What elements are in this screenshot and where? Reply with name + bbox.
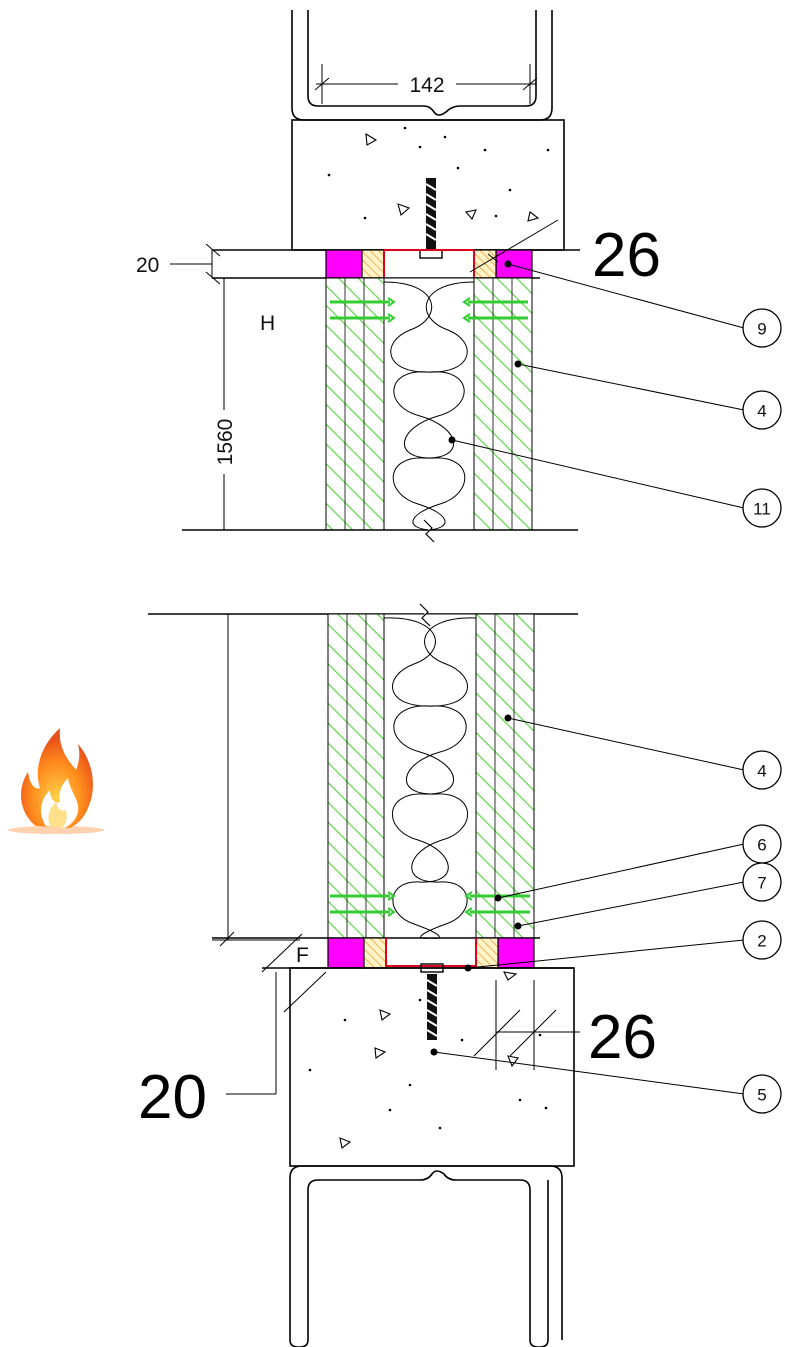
callout-7-number: 7 (757, 874, 766, 893)
dim-bottom-gap-big: 26 (473, 980, 657, 1072)
label-bottom: F (296, 944, 309, 967)
lower-wall (148, 603, 578, 939)
upper-wall (182, 277, 578, 543)
dim-bottom-gap-value: 20 (138, 1063, 207, 1132)
dim-height: 1560 (210, 278, 238, 940)
dim-top-gap: 20 (136, 243, 221, 285)
dim-height-value: 1560 (214, 419, 237, 466)
callout-2: 2 (742, 920, 782, 960)
callout-5-number: 5 (757, 1086, 766, 1105)
top-head-track (325, 249, 533, 279)
top-anchor-bolt (419, 178, 443, 259)
callout-5: 5 (742, 1074, 782, 1114)
dim-top-width: 142 (314, 64, 538, 104)
label-top: H (260, 312, 275, 335)
callout-4-bottom: 4 (742, 750, 782, 790)
bottom-concrete-slab (262, 967, 575, 1167)
dim-top-gap-value: 20 (136, 254, 159, 277)
dim-top-width-value: 142 (409, 74, 444, 97)
callout-7: 7 (742, 862, 782, 902)
bottom-base-track (327, 937, 535, 969)
callout-4-top-number: 4 (757, 402, 766, 421)
callout-11-number: 11 (753, 500, 771, 519)
callout-9: 9 (742, 308, 782, 348)
callout-6: 6 (742, 824, 782, 864)
fire-icon (8, 728, 104, 834)
dim-top-gap-big-value: 26 (592, 221, 661, 290)
top-steel-channel (291, 10, 553, 121)
bottom-anchor-bolt (420, 963, 444, 1040)
callout-11: 11 (742, 488, 782, 528)
dim-top-gap-big: 26 (469, 219, 661, 290)
callout-4-top: 4 (742, 390, 782, 430)
dim-bottom-gap-marks (212, 931, 327, 1013)
bottom-steel-channel (289, 1165, 563, 1347)
dim-bottom-gap-big-value: 26 (588, 1003, 657, 1072)
callout-2-number: 2 (757, 932, 766, 951)
callout-6-number: 6 (757, 836, 766, 855)
leader-lines (430, 260, 745, 1095)
dim-bottom-gap: 20 (138, 972, 277, 1132)
callout-9-number: 9 (757, 320, 766, 339)
callout-4-bottom-number: 4 (757, 762, 766, 781)
